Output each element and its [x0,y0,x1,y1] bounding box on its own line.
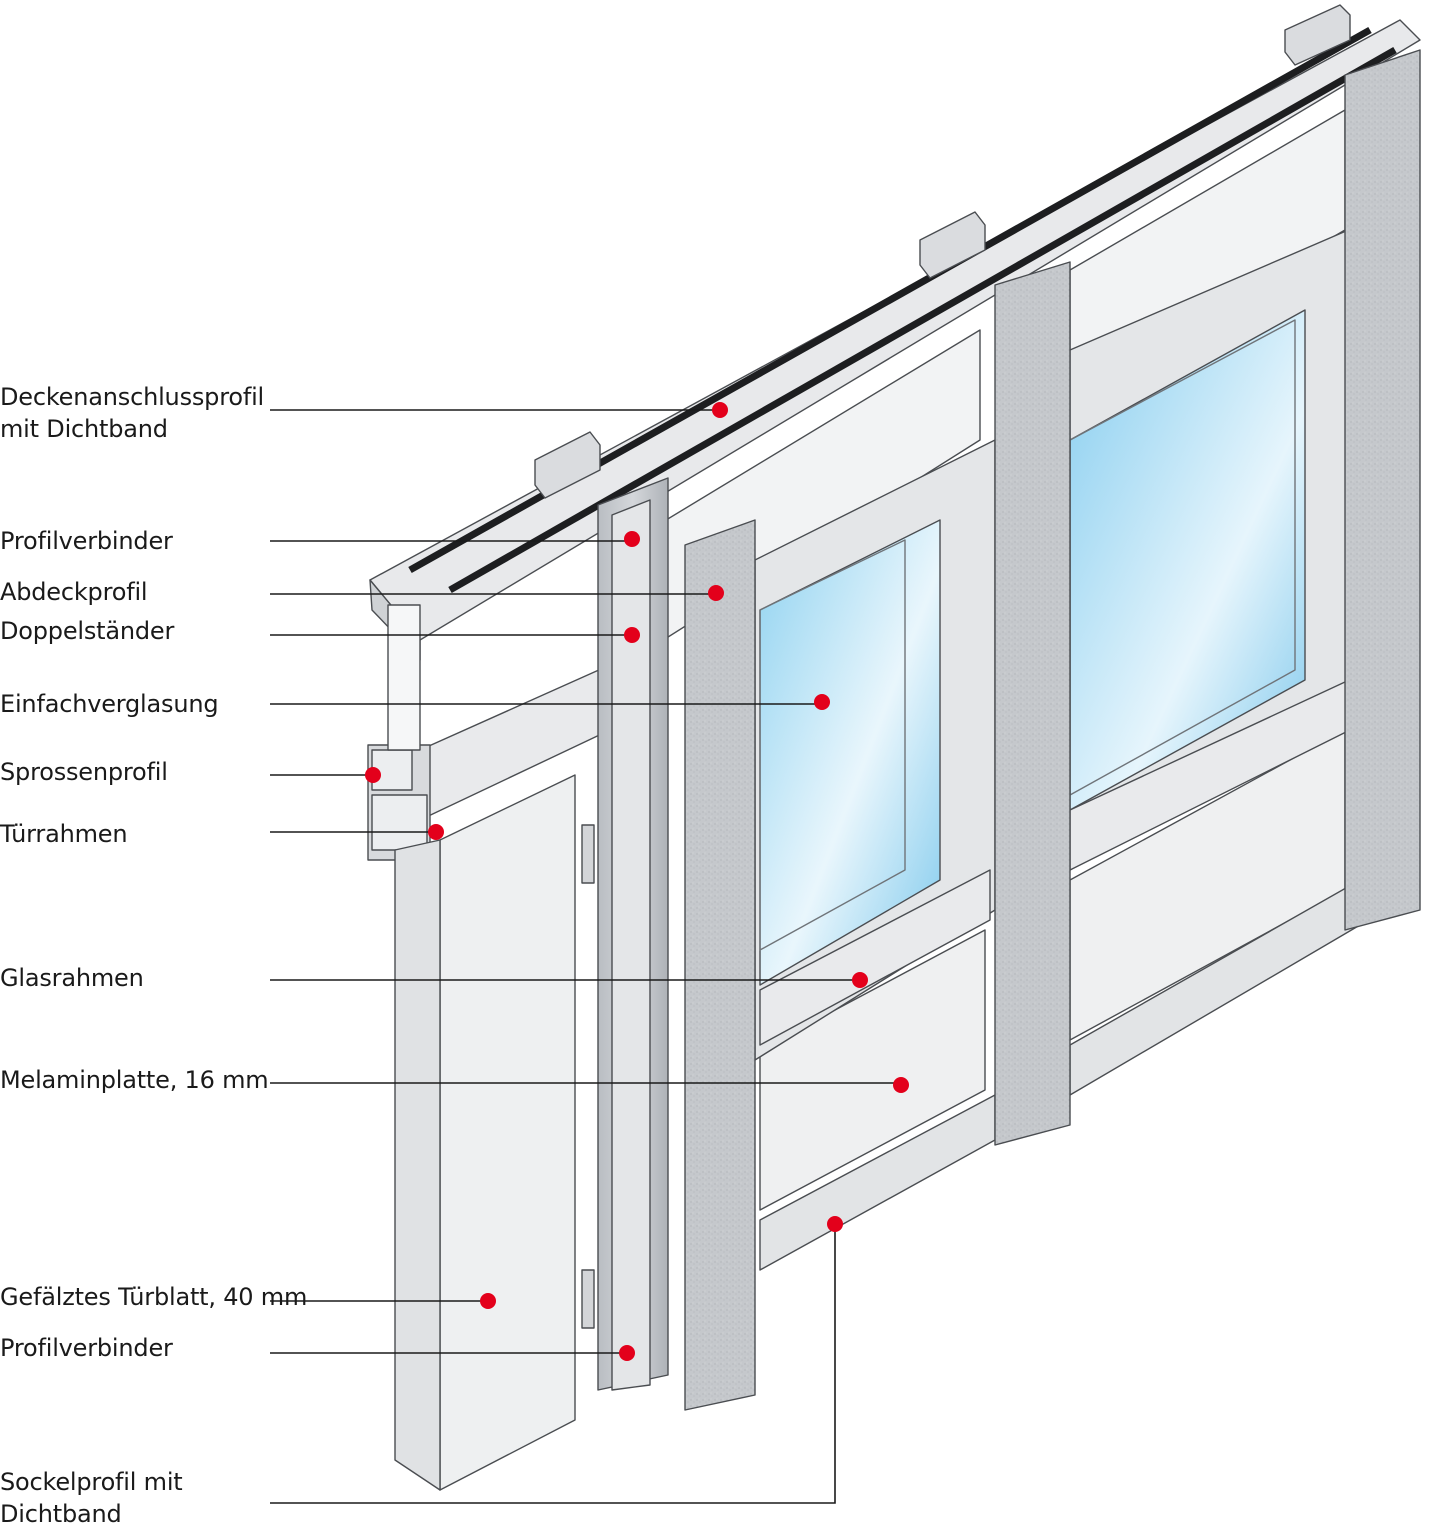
glass-frame-inner-left [759,539,906,951]
marker-tuerblatt [480,1293,496,1309]
label-melaminplatte: Melaminplatte, 16 mm [0,1064,269,1096]
label-sprossenprofil: Sprossenprofil [0,756,168,788]
profile-clip-2 [919,211,986,279]
marker-sockelprofil [827,1216,843,1232]
label-line: Dichtband [0,1500,122,1528]
marker-abdeckprofil [708,585,724,601]
label-line: Sprossenprofil [0,758,168,786]
middle-post [994,261,1071,1146]
label-deckenanschlussprofil: Deckenanschlussprofil mit Dichtband [0,381,264,445]
markers [365,402,909,1361]
double-stud-left-b [611,499,651,1391]
glass-edge [387,604,421,751]
label-glasrahmen: Glasrahmen [0,962,144,994]
label-line: Profilverbinder [0,1334,173,1362]
profile-clip-1 [534,431,601,499]
hinge-top [581,824,595,884]
label-einfachverglasung: Einfachverglasung [0,688,219,720]
right-post [1344,49,1421,931]
marker-doppelstaender [624,627,640,643]
label-tuerrahmen: Türrahmen [0,818,128,850]
label-line: Gefälztes Türblatt, 40 mm [0,1283,308,1311]
label-line: Einfachverglasung [0,690,219,718]
label-abdeckprofil: Abdeckprofil [0,576,148,608]
marker-sprossenprofil [365,767,381,783]
marker-einfachverglasung [814,694,830,710]
door-header [419,664,611,821]
label-sockelprofil: Sockelprofil mit Dichtband [0,1466,183,1530]
label-profilverbinder-bottom: Profilverbinder [0,1332,173,1364]
marker-tuerrahmen [428,824,444,840]
melamine-panel-left [759,929,986,1211]
leader-sockelprofil [270,1224,836,1504]
label-doppelstaender: Doppelständer [0,615,174,647]
wall-artwork [367,4,1421,1491]
marker-profilverbinder-bottom [619,1345,635,1361]
door-leaf-face [439,774,576,1491]
marker-glasrahmen [852,972,868,988]
marker-deckenanschlussprofil [712,402,728,418]
label-line: Doppelständer [0,617,175,645]
sealing-strip-2 [448,46,1397,594]
label-line: Sockelprofil mit [0,1468,183,1496]
label-line: Deckenanschlussprofil [0,383,265,411]
door-leaf-edge [394,839,441,1491]
label-profilverbinder-top: Profilverbinder [0,525,173,557]
profile-clip-3 [1284,4,1351,66]
label-line: Melaminplatte, 16 mm [0,1066,269,1094]
cover-profile-left [684,519,756,1411]
label-line: Abdeckprofil [0,578,148,606]
hinge-bottom [581,1269,595,1329]
label-line: mit Dichtband [0,415,168,443]
label-tuerblatt: Gefälztes Türblatt, 40 mm [0,1281,307,1313]
label-line: Profilverbinder [0,527,173,555]
label-line: Glasrahmen [0,964,144,992]
marker-profilverbinder-top [624,531,640,547]
leader-lines [270,409,901,1504]
label-line: Türrahmen [0,820,128,848]
glass-rail-left [759,869,991,1046]
marker-melaminplatte [893,1077,909,1093]
frame-section-inner [371,794,428,851]
